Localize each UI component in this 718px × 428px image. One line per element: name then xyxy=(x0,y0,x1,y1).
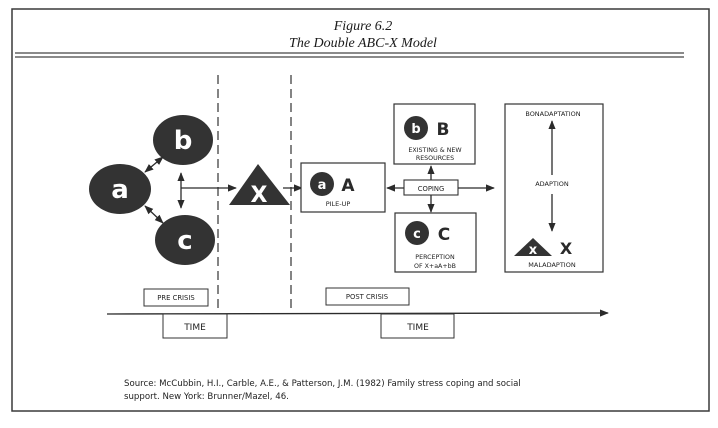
svg-text:PRE CRISIS: PRE CRISIS xyxy=(157,294,194,302)
figure-number: Figure 6.2 xyxy=(333,19,393,34)
source-line-2: support. New York: Brunner/Mazel, 46. xyxy=(124,392,289,402)
svg-text:ADAPTION: ADAPTION xyxy=(535,180,569,188)
time-label-pre: TIME xyxy=(162,313,228,339)
node-c: c xyxy=(155,215,215,265)
svg-text:X: X xyxy=(560,239,573,258)
svg-text:TIME: TIME xyxy=(406,323,429,333)
svg-text:a: a xyxy=(318,178,327,193)
coping-box: COPING xyxy=(403,179,459,196)
node-b: b xyxy=(153,115,213,165)
figure-title: The Double ABC-X Model xyxy=(289,36,437,51)
svg-text:c: c xyxy=(177,226,192,256)
source-line-1: Source: McCubbin, H.I., Carble, A.E., & … xyxy=(124,379,521,389)
pileup-box: a A PILE-UP xyxy=(300,162,386,213)
pre-crisis-label: PRE CRISIS xyxy=(143,288,209,307)
svg-text:X: X xyxy=(251,183,268,208)
svg-text:POST CRISIS: POST CRISIS xyxy=(346,293,388,301)
adaptation-box: BONADAPTATION ADAPTION x X MALADAPTION xyxy=(504,103,604,273)
svg-text:RESOURCES: RESOURCES xyxy=(416,155,454,162)
svg-text:BONADAPTATION: BONADAPTATION xyxy=(525,110,580,118)
figure-frame xyxy=(11,8,710,412)
svg-text:B: B xyxy=(437,120,450,140)
perception-box: c C PERCEPTION OF X+aA+bB xyxy=(394,212,477,273)
svg-text:C: C xyxy=(438,225,450,245)
svg-text:OF X+aA+bB: OF X+aA+bB xyxy=(414,263,456,270)
resources-box: b B EXISTING & NEW RESOURCES xyxy=(393,103,476,165)
arrow-a-c xyxy=(144,205,164,224)
svg-text:A: A xyxy=(341,176,355,196)
time-label-post: TIME xyxy=(380,313,455,339)
svg-text:MALADAPTION: MALADAPTION xyxy=(528,261,576,269)
svg-text:c: c xyxy=(413,227,421,242)
post-crisis-label: POST CRISIS xyxy=(325,287,410,306)
maladaptation-triangle xyxy=(514,238,552,256)
svg-text:b: b xyxy=(411,122,420,137)
svg-text:PILE-UP: PILE-UP xyxy=(326,200,351,208)
svg-text:b: b xyxy=(174,126,193,156)
svg-text:TIME: TIME xyxy=(183,323,206,333)
node-a: a xyxy=(89,164,151,214)
svg-text:x: x xyxy=(529,243,538,258)
arrow-a-b xyxy=(144,156,164,173)
svg-text:PERCEPTION: PERCEPTION xyxy=(415,254,455,261)
svg-text:a: a xyxy=(111,175,129,205)
crisis-x-triangle: X xyxy=(229,164,290,208)
svg-text:COPING: COPING xyxy=(418,185,445,193)
svg-text:EXISTING & NEW: EXISTING & NEW xyxy=(408,147,462,154)
